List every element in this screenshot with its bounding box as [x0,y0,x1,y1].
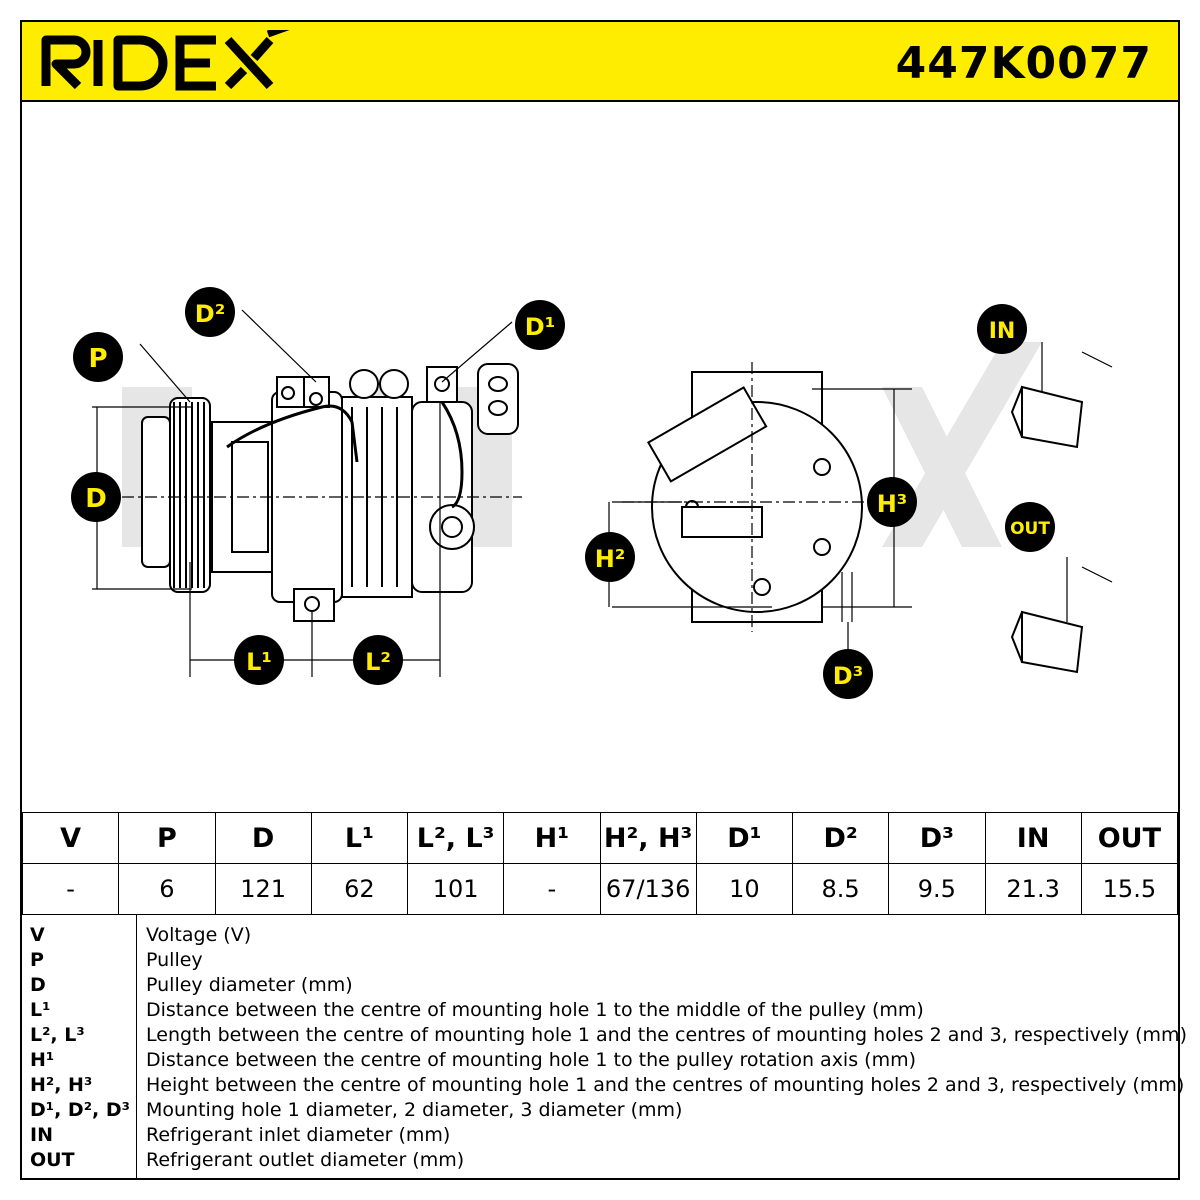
outlet-fitting [1010,557,1113,674]
legend-key: OUT [30,1149,75,1171]
legend-key: L², L³ [30,1024,85,1046]
spec-header-cell: L¹ [310,812,409,864]
legend-desc: Pulley [146,949,203,971]
legend: V Voltage (V) P Pulley D Pulley diameter… [22,914,1187,1178]
spec-value-cell: 15.5 [1080,863,1179,915]
product-sheet: 447K0077 [20,20,1187,1180]
callout-d: D [71,472,121,522]
callout-l1: L¹ [234,635,284,685]
legend-desc: Voltage (V) [146,924,252,946]
legend-item: H², H³ Height between the centre of moun… [22,1074,1184,1099]
spec-header-cell: V [21,812,120,864]
spec-value-cell: 67/136 [599,863,697,915]
callout-p: P [73,332,123,382]
svg-text:H³: H³ [877,490,908,518]
callout-in: IN [977,304,1027,354]
legend-desc: Mounting hole 1 diameter, 2 diameter, 3 … [146,1099,683,1121]
spec-value-cell: 6 [118,863,216,915]
legend-item: L¹ Distance between the centre of mounti… [22,999,1178,1024]
spec-value-cell: 121 [214,863,312,915]
svg-text:D²: D² [195,300,225,328]
legend-key: D [30,974,46,996]
compressor-rear-view [608,362,912,652]
spec-header-cell: OUT [1080,812,1179,864]
ridex-logo [41,30,290,91]
spec-value-cell: 8.5 [791,863,890,915]
spec-header-row: V P D L¹ L², L³ H¹ H², H³ D¹ D² D³ IN OU… [21,812,1179,864]
svg-text:P: P [88,344,107,374]
legend-key: H¹ [30,1049,55,1071]
spec-table: V P D L¹ L², L³ H¹ H², H³ D¹ D² D³ IN OU… [21,812,1179,915]
callout-h2: H² [585,532,635,582]
legend-item: D Pulley diameter (mm) [22,974,1178,999]
technical-drawing: P D² D¹ D L¹ L² H² H³ [71,287,1113,699]
svg-text:D: D [85,484,107,514]
svg-text:OUT: OUT [1010,519,1050,539]
spec-header-cell: H¹ [503,812,601,864]
header-bar: 447K0077 [22,22,1178,102]
svg-text:L²: L² [365,648,391,676]
spec-header-cell: D³ [888,812,986,864]
callout-d1: D¹ [515,300,565,350]
legend-item: V Voltage (V) [22,924,1178,949]
legend-desc: Refrigerant inlet diameter (mm) [146,1124,451,1146]
legend-item: OUT Refrigerant outlet diameter (mm) [22,1149,1178,1174]
callout-l2: L² [353,635,403,685]
legend-key: IN [30,1124,53,1146]
spec-value-cell: - [503,863,601,915]
spec-header-cell: D [214,812,312,864]
legend-item: P Pulley [22,949,1178,974]
spec-header-cell: IN [984,812,1082,864]
callout-h3: H³ [867,477,917,527]
legend-desc: Height between the centre of mounting ho… [146,1074,1185,1096]
svg-text:D³: D³ [833,662,863,690]
legend-key: D¹, D², D³ [30,1099,130,1121]
spec-value-cell: 101 [406,863,505,915]
svg-text:D¹: D¹ [525,313,555,341]
callout-d3: D³ [823,649,873,699]
legend-item: L², L³ Length between the centre of moun… [22,1024,1187,1049]
spec-header-cell: L², L³ [406,812,505,864]
svg-text:IN: IN [989,319,1016,344]
legend-desc: Length between the centre of mounting ho… [146,1024,1187,1046]
legend-desc: Distance between the centre of mounting … [146,1049,916,1071]
part-number: 447K0077 [895,38,1152,89]
legend-key: L¹ [30,999,51,1021]
legend-key: H², H³ [30,1074,93,1096]
svg-text:H²: H² [595,545,626,573]
legend-desc: Pulley diameter (mm) [146,974,353,996]
spec-value-cell: 10 [695,863,794,915]
legend-item: IN Refrigerant inlet diameter (mm) [22,1124,1178,1149]
svg-text:L¹: L¹ [246,648,272,676]
spec-header-cell: D¹ [695,812,794,864]
spec-value-cell: 21.3 [984,863,1082,915]
callout-out: OUT [1005,502,1055,552]
legend-key: P [30,949,44,971]
spec-header-cell: D² [791,812,890,864]
compressor-side-view [92,309,522,677]
legend-item: H¹ Distance between the centre of mounti… [22,1049,1178,1074]
legend-desc: Distance between the centre of mounting … [146,999,924,1021]
spec-value-cell: 62 [310,863,409,915]
callout-d2: D² [185,287,235,337]
legend-key: V [30,924,45,946]
spec-value-cell: 9.5 [888,863,986,915]
spec-value-cell: - [21,863,120,915]
spec-header-cell: P [118,812,216,864]
legend-desc: Refrigerant outlet diameter (mm) [146,1149,465,1171]
spec-value-row: - 6 121 62 101 - 67/136 10 8.5 9.5 21.3 … [21,863,1179,915]
legend-divider [136,914,137,1178]
inlet-fitting [1010,342,1113,449]
legend-item: D¹, D², D³ Mounting hole 1 diameter, 2 d… [22,1099,1178,1124]
spec-header-cell: H², H³ [599,812,697,864]
